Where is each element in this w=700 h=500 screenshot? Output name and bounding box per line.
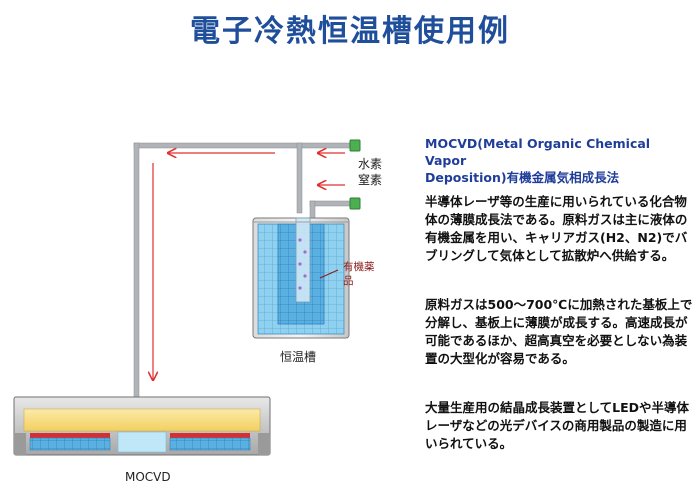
paragraph-1: 半導体レーザ等の生産に用いられている化合物体の薄膜成長法である。原料ガスは主に液… — [425, 194, 688, 263]
gas-label-1: 水素 — [358, 157, 382, 171]
gas-label-2: 窒素 — [358, 172, 382, 187]
flow-arrows — [153, 153, 345, 380]
paragraph-2: 原料ガスは500～700℃に加熱された基板上で分解し、基板上に薄膜が成長する。高… — [425, 297, 693, 366]
heading-line-1: MOCVD(Metal Organic Chemical Vapor — [425, 136, 651, 168]
description-heading: MOCVD(Metal Organic Chemical Vapor Depos… — [425, 135, 695, 186]
heading-line-2: Deposition)有機金属気相成長法 — [425, 170, 620, 185]
page-title: 電子冷熱恒温槽使用例 — [190, 14, 510, 49]
organic-chemical-label-1: 有機薬 — [343, 260, 375, 273]
paragraph-3: 大量生産用の結晶成長装置としてLEDや半導体レーザなどの光デバイスの商用製品の製… — [425, 400, 690, 451]
reactor-label: MOCVD — [125, 470, 171, 484]
valve-icon-bottom — [349, 197, 361, 210]
organic-chemical-label-2: 品 — [343, 275, 354, 287]
valve-icon-top — [349, 139, 361, 152]
mocvd-reactor — [13, 396, 271, 456]
constant-temperature-bath — [252, 217, 350, 339]
bath-label: 恒温槽 — [280, 350, 316, 364]
